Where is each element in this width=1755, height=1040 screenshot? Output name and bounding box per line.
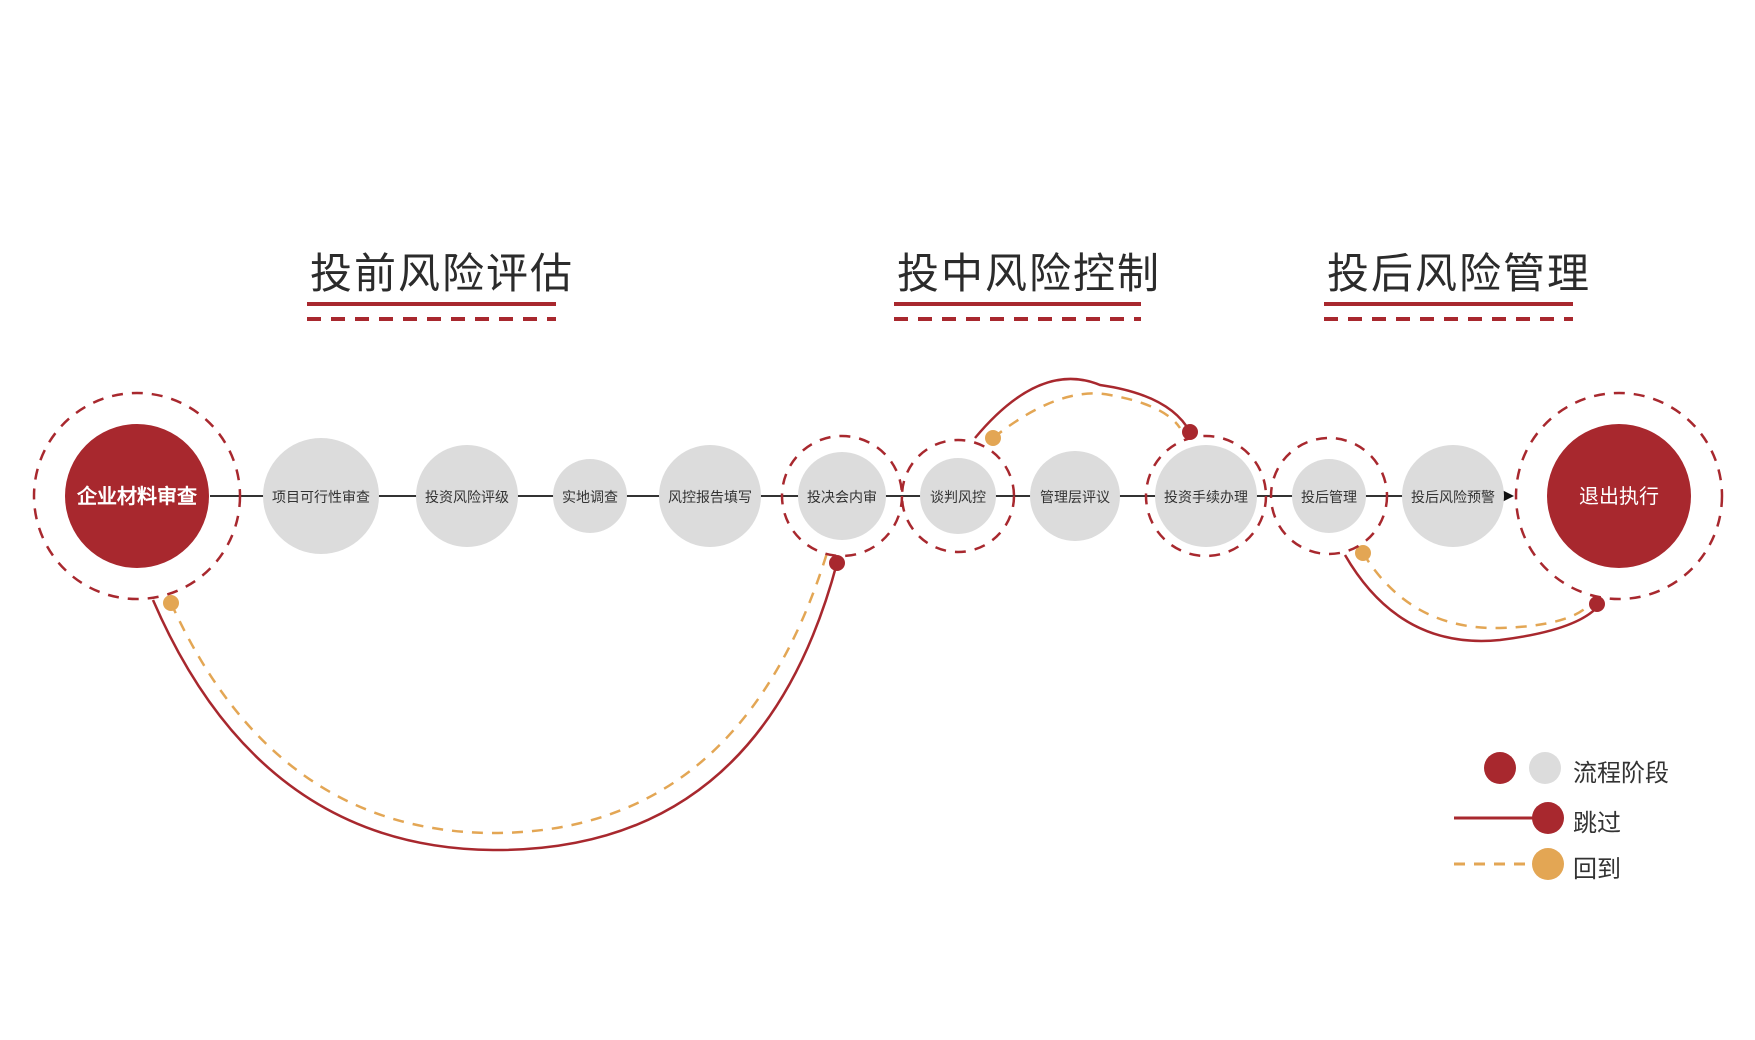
section-title-post: 投后风险管理 [1327, 249, 1592, 298]
node-enterprise-review: 企业材料审查 [65, 424, 209, 568]
return-arc-2 [992, 392, 1182, 439]
node-label: 投决会内审 [807, 490, 877, 506]
return-end-dot-2 [985, 430, 1001, 446]
node-negotiation: 谈判风控 [920, 458, 996, 534]
node-label: 投资手续办理 [1164, 489, 1248, 506]
node-post-warning: 投后风险预警 [1402, 445, 1504, 547]
node-procedures: 投资手续办理 [1155, 445, 1257, 547]
skip-arc-2 [974, 377, 1192, 439]
node-exit: 退出执行 [1547, 424, 1691, 568]
node-label: 企业材料审查 [76, 484, 197, 508]
legend-red-dot [1484, 752, 1516, 784]
node-label: 管理层评议 [1040, 490, 1110, 506]
legend-skip-label: 跳过 [1573, 809, 1621, 837]
return-arc-1 [169, 552, 829, 835]
node-label: 风控报告填写 [668, 490, 752, 506]
node-management-review: 管理层评议 [1030, 451, 1120, 541]
process-nodes: 企业材料审查 项目可行性审查 投资风险评级 实地调查 风控报告填写 投决会内审 [65, 424, 1691, 568]
node-committee-review: 投决会内审 [798, 452, 886, 540]
skip-arc-3 [1343, 554, 1601, 643]
ring-enterprise-review [32, 391, 242, 601]
highlight-rings [32, 391, 1724, 601]
node-risk-rating: 投资风险评级 [416, 445, 518, 547]
title-underlines [307, 302, 1573, 321]
skip-end-dot-1 [829, 555, 845, 571]
node-label: 谈判风控 [930, 490, 986, 506]
section-title-pre: 投前风险评估 [310, 249, 575, 298]
return-arc-3 [1361, 552, 1591, 630]
node-site-survey: 实地调查 [553, 459, 627, 533]
legend-grey-dot [1529, 752, 1561, 784]
legend-skip-dot [1532, 802, 1564, 834]
legend-stage-label: 流程阶段 [1573, 759, 1669, 787]
ring-procedures [1144, 434, 1268, 558]
legend [1454, 752, 1564, 880]
node-feasibility-review: 项目可行性审查 [263, 438, 379, 554]
section-title-mid: 投中风险控制 [897, 249, 1162, 298]
ring-post-management [1269, 436, 1389, 556]
return-end-dot-1 [163, 595, 179, 611]
ring-exit [1514, 391, 1724, 601]
node-label: 投后风险预警 [1411, 490, 1495, 506]
node-risk-report: 风控报告填写 [659, 445, 761, 547]
node-label: 投资风险评级 [425, 490, 509, 506]
ring-negotiation [900, 438, 1016, 554]
return-end-dot-3 [1355, 545, 1371, 561]
node-label: 退出执行 [1579, 484, 1659, 508]
skip-end-dot-3 [1589, 596, 1605, 612]
skip-arc-1 [151, 562, 839, 852]
legend-return-label: 回到 [1573, 855, 1621, 883]
legend-return-dot [1532, 848, 1564, 880]
connection-arcs [151, 377, 1605, 852]
node-label: 投后管理 [1301, 490, 1357, 506]
node-label: 实地调查 [562, 490, 618, 506]
node-label: 项目可行性审查 [272, 490, 370, 506]
node-post-management: 投后管理 [1292, 459, 1366, 533]
ring-committee-review [780, 434, 904, 558]
